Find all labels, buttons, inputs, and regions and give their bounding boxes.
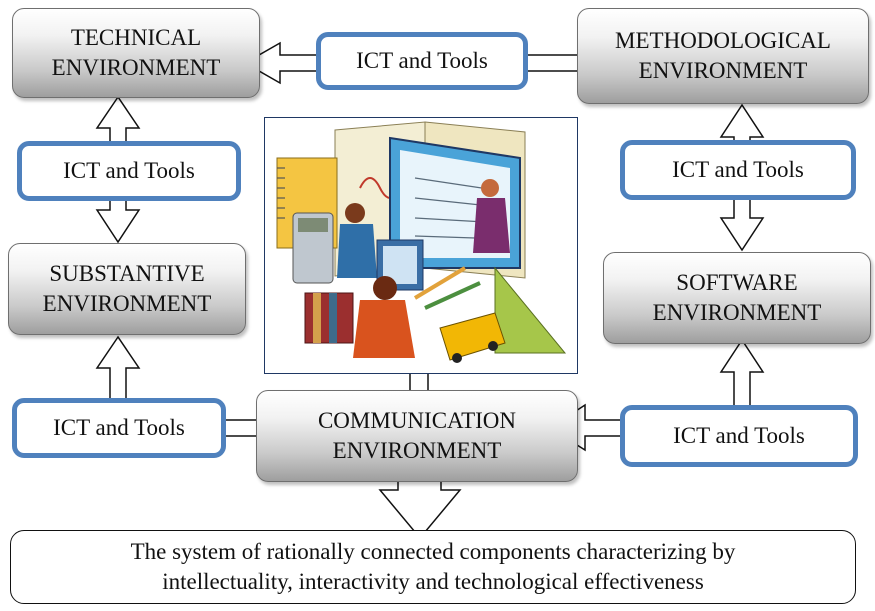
system-description-line-1: The system of rationally connected compo…	[130, 539, 736, 564]
communication-line-1: COMMUNICATION	[317, 408, 517, 433]
communication-line-2: ENVIRONMENT	[332, 438, 502, 463]
ict-tools-box-right-upper: ICT and Tools	[620, 140, 856, 200]
communication-environment-box: COMMUNICATION ENVIRONMENT	[256, 390, 578, 482]
ict-tools-label: ICT and Tools	[673, 423, 805, 448]
arrow-up-software	[719, 338, 765, 411]
system-description-line-2: intellectuality, interactivity and techn…	[162, 569, 704, 594]
ict-tools-box-left-lower: ICT and Tools	[12, 398, 226, 458]
ict-tools-box-right-lower: ICT and Tools	[620, 405, 858, 467]
ict-tools-box-top: ICT and Tools	[316, 32, 528, 90]
arrow-up-substantive	[95, 335, 141, 406]
ict-tools-label: ICT and Tools	[53, 415, 185, 440]
ict-tools-label: ICT and Tools	[356, 48, 488, 73]
education-clipart-illustration	[276, 121, 567, 363]
software-line-1: SOFTWARE	[676, 270, 798, 295]
technical-line-1: TECHNICAL	[70, 25, 202, 50]
ict-tools-label: ICT and Tools	[63, 158, 195, 183]
substantive-environment-box: SUBSTANTIVE ENVIRONMENT	[8, 243, 246, 335]
software-line-2: ENVIRONMENT	[652, 300, 822, 325]
education-clipart	[264, 117, 578, 374]
methodological-environment-box: METHODOLOGICAL ENVIRONMENT	[577, 8, 869, 104]
arrow-down-system	[378, 477, 462, 540]
substantive-line-2: ENVIRONMENT	[42, 291, 212, 316]
system-description-box: The system of rationally connected compo…	[10, 530, 856, 604]
software-environment-box: SOFTWARE ENVIRONMENT	[603, 252, 871, 344]
methodological-line-1: METHODOLOGICAL	[615, 28, 831, 53]
technical-environment-box: TECHNICAL ENVIRONMENT	[12, 8, 260, 98]
technical-line-2: ENVIRONMENT	[51, 55, 221, 80]
ict-tools-box-left-upper: ICT and Tools	[17, 141, 241, 201]
ict-tools-label: ICT and Tools	[672, 157, 804, 182]
substantive-line-1: SUBSTANTIVE	[49, 261, 205, 286]
methodological-line-2: ENVIRONMENT	[638, 58, 808, 83]
